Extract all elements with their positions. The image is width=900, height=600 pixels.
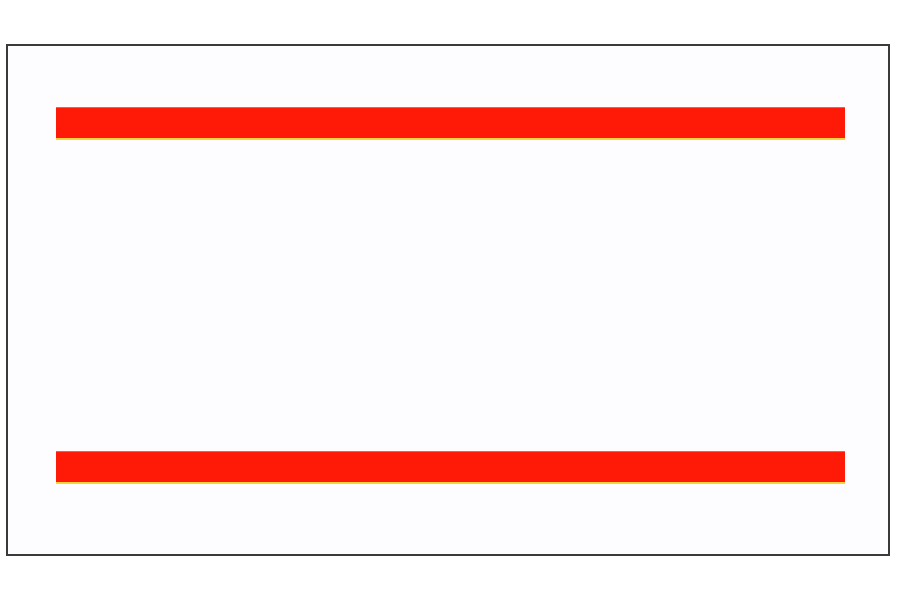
price-label-card (6, 44, 890, 556)
top-red-stripe (56, 108, 845, 138)
bottom-red-stripe (56, 452, 845, 482)
